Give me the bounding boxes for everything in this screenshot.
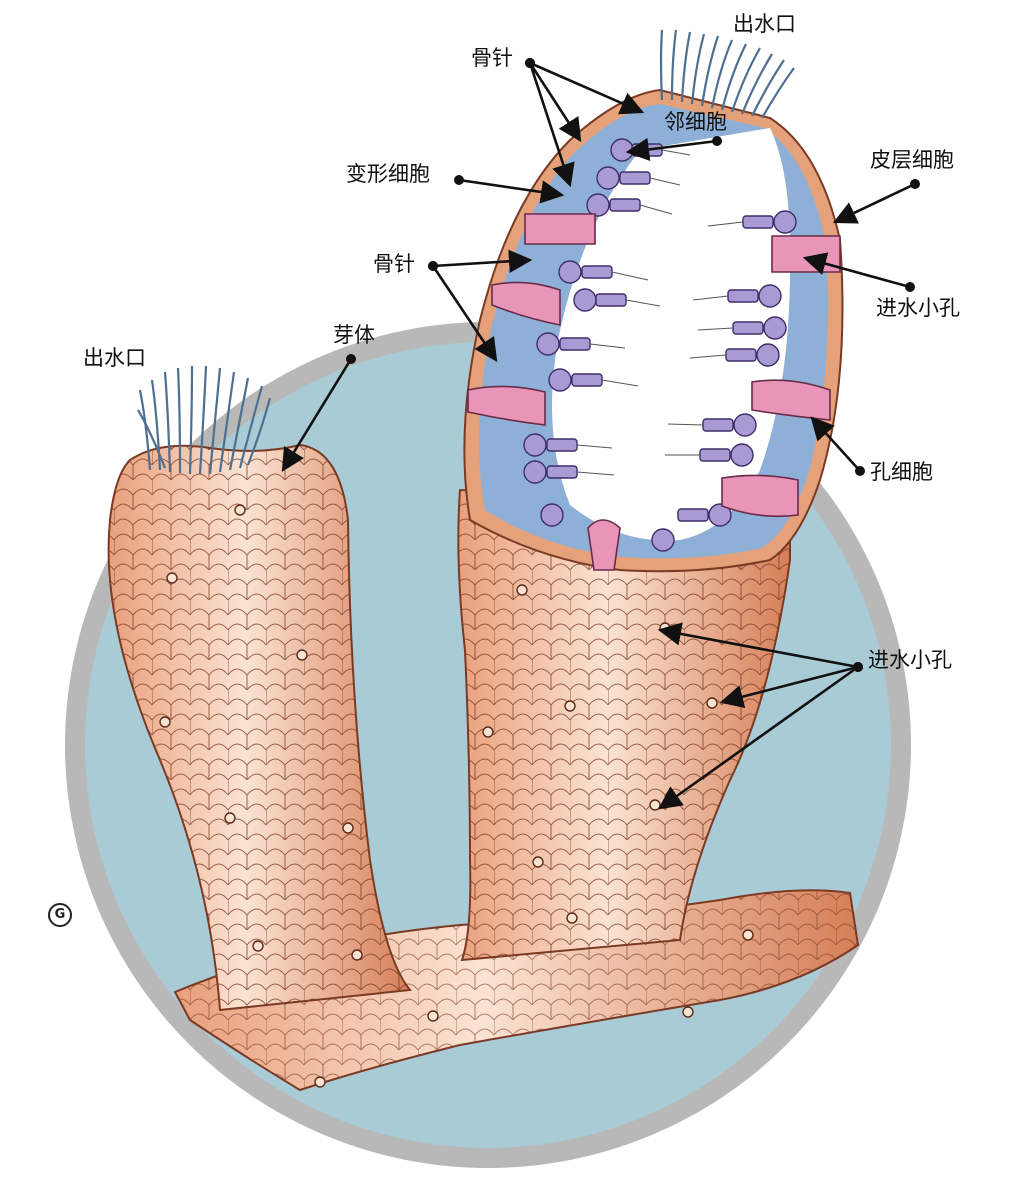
spongocoel: [552, 128, 791, 541]
label-spicule-mid: 骨针: [373, 252, 415, 276]
flagella: [576, 149, 744, 476]
label-porocyte: 孔细胞: [870, 460, 933, 484]
label-neighbor-cell: 邻细胞: [664, 110, 727, 134]
leader-spicule-mid-a: [432, 249, 533, 273]
leader-pinacocyte: [832, 182, 916, 224]
leader-spicule-top-a: [529, 61, 645, 115]
leader-spicule-top-b: [528, 62, 582, 142]
label-pinacocyte: 皮层细胞: [870, 148, 954, 172]
leader-dot-ostium-bottom-c: [853, 662, 863, 672]
leader-dot-spicule-top-c: [525, 58, 535, 68]
leader-porocyte: [810, 416, 861, 472]
label-osculum-top: 出水口: [733, 12, 796, 36]
leader-bud: [281, 358, 353, 472]
leader-lines: [281, 61, 916, 810]
leader-spicule-mid-b: [431, 265, 498, 362]
label-spicule-top: 骨针: [471, 46, 513, 70]
label-ostium-bottom: 进水小孔: [868, 648, 952, 672]
label-osculum-left: 出水口: [83, 346, 146, 370]
leader-dot-pinacocyte: [910, 179, 920, 189]
leader-neighbor-cell: [625, 137, 718, 162]
leader-spicule-top-c: [528, 62, 575, 188]
osculum-bristles-left: [137, 365, 272, 475]
label-ostium-top: 进水小孔: [876, 296, 960, 320]
leader-ostium-bottom-a: [657, 622, 859, 669]
label-amoebocyte: 变形细胞: [346, 162, 430, 186]
leader-ostium-bottom-b: [719, 665, 859, 709]
leader-amoebocyte: [458, 178, 565, 204]
leader-dot-amoebocyte: [454, 175, 464, 185]
leader-dots: [346, 58, 920, 672]
leader-dot-bud: [346, 354, 356, 364]
label-bud: 芽体: [333, 323, 375, 347]
leader-ostium-bottom-c: [658, 665, 859, 810]
leader-dot-neighbor-cell: [712, 136, 722, 146]
osculum-bristles-top: [659, 29, 795, 119]
plate-mark: G: [48, 903, 72, 927]
leader-dot-spicule-mid-b: [428, 261, 438, 271]
leader-ostium-top: [802, 252, 911, 289]
leader-dot-ostium-top: [905, 282, 915, 292]
leader-dot-porocyte: [855, 466, 865, 476]
